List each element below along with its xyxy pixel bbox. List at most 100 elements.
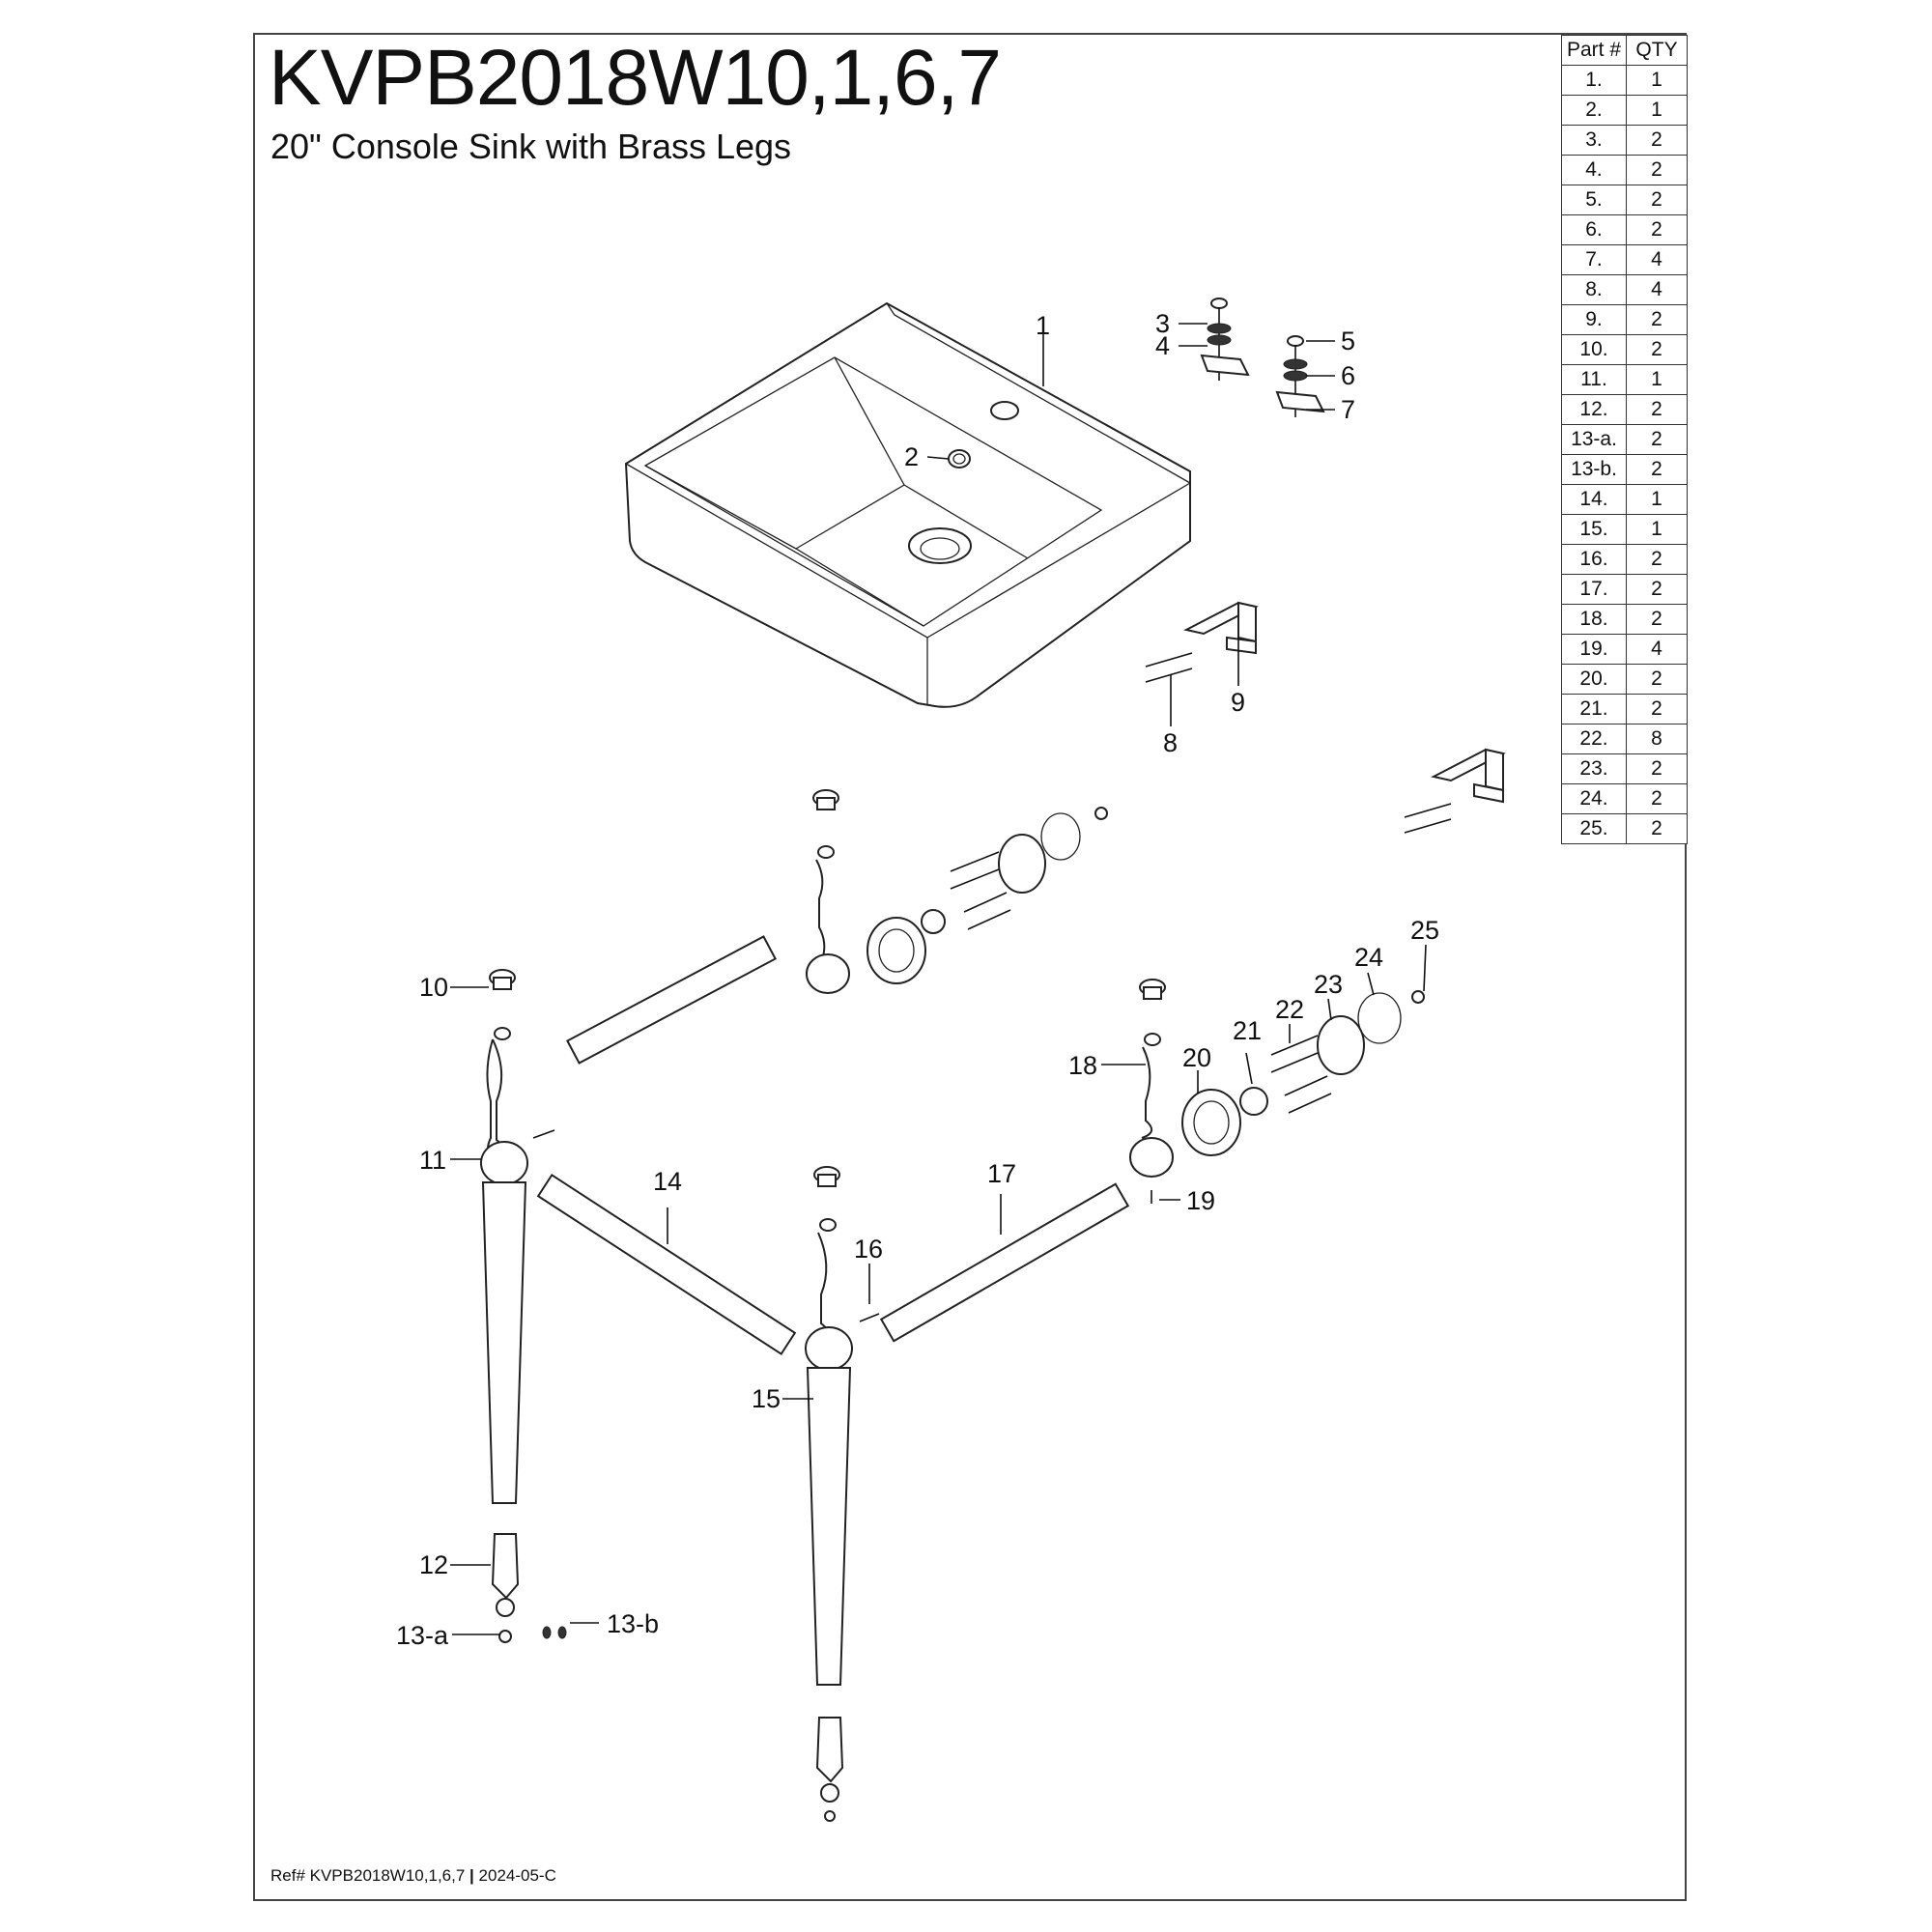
quantity-cell: 2 — [1626, 304, 1688, 335]
callout-17: 17 — [987, 1159, 1016, 1188]
sink-basin — [624, 301, 1191, 708]
drawing-sheet-border — [253, 33, 1687, 1901]
part-number-cell: 16. — [1561, 544, 1627, 575]
parts-table-row: 14.1 — [1561, 484, 1688, 515]
quantity-cell: 1 — [1626, 514, 1688, 545]
parts-table-row: 5.2 — [1561, 185, 1688, 215]
callout-20: 20 — [1182, 1043, 1211, 1072]
part-number-cell: 24. — [1561, 783, 1627, 814]
rear-right-leg-top — [1129, 979, 1425, 1204]
reference-number: Ref# KVPB2018W10,1,6,7 — [270, 1866, 466, 1885]
rear-left-leg-top — [566, 789, 1108, 1065]
part-number-cell: 18. — [1561, 604, 1627, 635]
part-number-cell: 1. — [1561, 65, 1627, 96]
model-number-title: KVPB2018W10,1,6,7 — [269, 34, 1002, 122]
quantity-cell: 2 — [1626, 574, 1688, 605]
callout-3: 3 — [1155, 309, 1170, 338]
quantity-cell: 2 — [1626, 753, 1688, 784]
part-number-cell: 21. — [1561, 694, 1627, 724]
quantity-cell: 2 — [1626, 185, 1688, 215]
part-number-cell: 14. — [1561, 484, 1627, 515]
part-number-cell: 3. — [1561, 125, 1627, 156]
callout-4: 4 — [1155, 331, 1170, 360]
quantity-cell: 1 — [1626, 364, 1688, 395]
parts-table-row: 3.2 — [1561, 125, 1688, 156]
parts-table-row: 24.2 — [1561, 783, 1688, 814]
leader-lines — [450, 323, 1427, 1635]
parts-table-row: 21.2 — [1561, 694, 1688, 724]
anchor-bolt-set-a — [1200, 298, 1250, 381]
part-number-cell: 13-b. — [1561, 454, 1627, 485]
part-number-cell: 2. — [1561, 95, 1627, 126]
quantity-cell: 2 — [1626, 394, 1688, 425]
part-number-cell: 9. — [1561, 304, 1627, 335]
parts-table-row: 23.2 — [1561, 753, 1688, 784]
parts-table-row: 22.8 — [1561, 724, 1688, 754]
quantity-header: QTY — [1626, 35, 1688, 66]
callout-15: 15 — [752, 1384, 781, 1413]
parts-table-row: 6.2 — [1561, 214, 1688, 245]
callout-1: 1 — [1036, 311, 1050, 340]
product-subtitle: 20" Console Sink with Brass Legs — [270, 127, 792, 166]
callout-14: 14 — [653, 1167, 682, 1196]
parts-table-row: 13-a.2 — [1561, 424, 1688, 455]
part-number-header: Part # — [1561, 35, 1627, 66]
callout-25: 25 — [1410, 916, 1439, 945]
parts-table-row: 2.1 — [1561, 95, 1688, 126]
callout-19: 19 — [1186, 1186, 1215, 1215]
part-number-cell: 25. — [1561, 813, 1627, 844]
parts-table-row: 4.2 — [1561, 155, 1688, 185]
callout-10: 10 — [419, 973, 448, 1002]
callout-21: 21 — [1233, 1016, 1262, 1045]
part-number-cell: 13-a. — [1561, 424, 1627, 455]
callout-23: 23 — [1314, 970, 1343, 999]
callout-6: 6 — [1341, 361, 1355, 390]
quantity-cell: 2 — [1626, 454, 1688, 485]
quantity-cell: 4 — [1626, 274, 1688, 305]
callout-12: 12 — [419, 1550, 448, 1579]
parts-table-header: Part # QTY — [1561, 35, 1688, 66]
stretcher-bar-17 — [879, 1182, 1130, 1343]
quantity-cell: 2 — [1626, 604, 1688, 635]
revision-date-code: 2024-05-C — [478, 1866, 556, 1885]
quantity-cell: 4 — [1626, 244, 1688, 275]
quantity-cell: 2 — [1626, 544, 1688, 575]
stretcher-bar-14 — [536, 1174, 797, 1355]
part-number-cell: 19. — [1561, 634, 1627, 665]
part-number-cell: 7. — [1561, 244, 1627, 275]
quantity-cell: 1 — [1626, 484, 1688, 515]
anchor-bolt-set-b — [1275, 335, 1325, 417]
footer-separator: | — [469, 1866, 474, 1885]
quantity-cell: 2 — [1626, 813, 1688, 844]
callout-8: 8 — [1163, 728, 1178, 757]
quantity-cell: 1 — [1626, 95, 1688, 126]
callout-13a: 13-a — [396, 1621, 449, 1650]
parts-table-row: 11.1 — [1561, 364, 1688, 395]
callout-5: 5 — [1341, 327, 1355, 355]
callout-labels: 1 2 3 4 5 6 7 8 9 10 11 12 13-a 13-b 14 … — [396, 309, 1439, 1650]
parts-table-row: 12.2 — [1561, 394, 1688, 425]
parts-table-row: 18.2 — [1561, 604, 1688, 635]
part-number-cell: 20. — [1561, 664, 1627, 695]
part-number-cell: 5. — [1561, 185, 1627, 215]
callout-24: 24 — [1354, 943, 1383, 972]
front-left-leg — [480, 969, 567, 1643]
part-number-cell: 10. — [1561, 334, 1627, 365]
parts-table-row: 16.2 — [1561, 544, 1688, 575]
part-number-cell: 22. — [1561, 724, 1627, 754]
parts-table-row: 9.2 — [1561, 304, 1688, 335]
parts-table-row: 15.1 — [1561, 514, 1688, 545]
parts-table-row: 1.1 — [1561, 65, 1688, 96]
front-right-leg — [805, 1166, 880, 1822]
part-number-cell: 12. — [1561, 394, 1627, 425]
part-number-cell: 15. — [1561, 514, 1627, 545]
parts-table-row: 8.4 — [1561, 274, 1688, 305]
part-number-cell: 11. — [1561, 364, 1627, 395]
callout-13b: 13-b — [607, 1609, 659, 1638]
quantity-cell: 2 — [1626, 125, 1688, 156]
parts-table-row: 13-b.2 — [1561, 454, 1688, 485]
part-number-cell: 23. — [1561, 753, 1627, 784]
parts-table-row: 7.4 — [1561, 244, 1688, 275]
